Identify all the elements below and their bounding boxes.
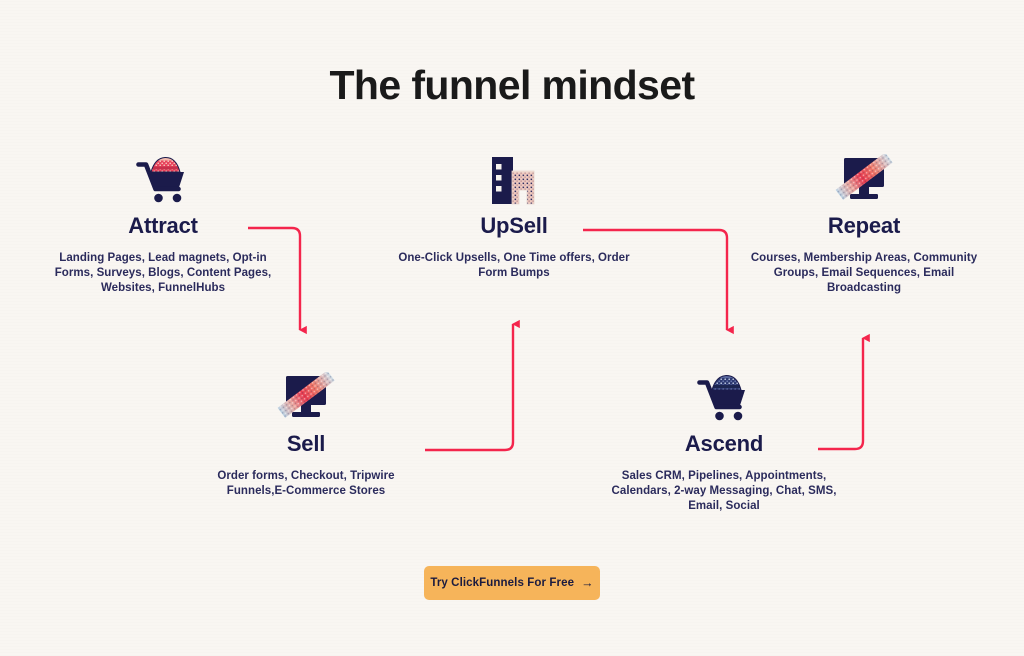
page-title: The funnel mindset xyxy=(329,62,695,108)
stage-description-upsell: One-Click Upsells, One Time offers, Orde… xyxy=(398,252,630,279)
shopping-cart-pink-icon xyxy=(47,150,279,206)
stage-label-repeat: Repeat xyxy=(827,213,901,238)
stage-description-attract: Landing Pages, Lead magnets, Opt-in Form… xyxy=(54,252,272,294)
stage-upsell: UpSell One-Click Upsells, One Time offer… xyxy=(398,150,630,281)
stage-sell: Sell Order forms, Checkout, Tripwire Fun… xyxy=(190,368,422,499)
stage-ascend: Ascend Sales CRM, Pipelines, Appointment… xyxy=(608,368,840,513)
stage-attract: Attract Landing Pages, Lead magnets, Opt… xyxy=(47,150,279,295)
monitor-stripe-icon xyxy=(190,368,422,424)
arrow-right-icon: → xyxy=(581,575,594,590)
stage-description-ascend: Sales CRM, Pipelines, Appointments, Cale… xyxy=(611,470,837,512)
shopping-cart-navy-icon xyxy=(608,368,840,424)
cta-label: Try ClickFunnels For Free xyxy=(430,577,575,589)
stage-label-ascend: Ascend xyxy=(684,431,764,456)
stage-label-sell: Sell xyxy=(286,431,326,456)
buildings-icon xyxy=(398,150,630,206)
stage-label-attract: Attract xyxy=(128,213,198,238)
try-clickfunnels-for-free-button[interactable]: Try ClickFunnels For Free → xyxy=(424,566,600,600)
stage-repeat: Repeat Courses, Membership Areas, Commun… xyxy=(748,150,980,295)
stage-description-repeat: Courses, Membership Areas, Community Gro… xyxy=(750,252,978,294)
monitor-stripe-icon xyxy=(748,150,980,206)
stage-description-sell: Order forms, Checkout, Tripwire Funnels,… xyxy=(217,470,395,497)
stage-label-upsell: UpSell xyxy=(480,213,548,238)
connector-sell-to-upsell xyxy=(425,319,520,452)
